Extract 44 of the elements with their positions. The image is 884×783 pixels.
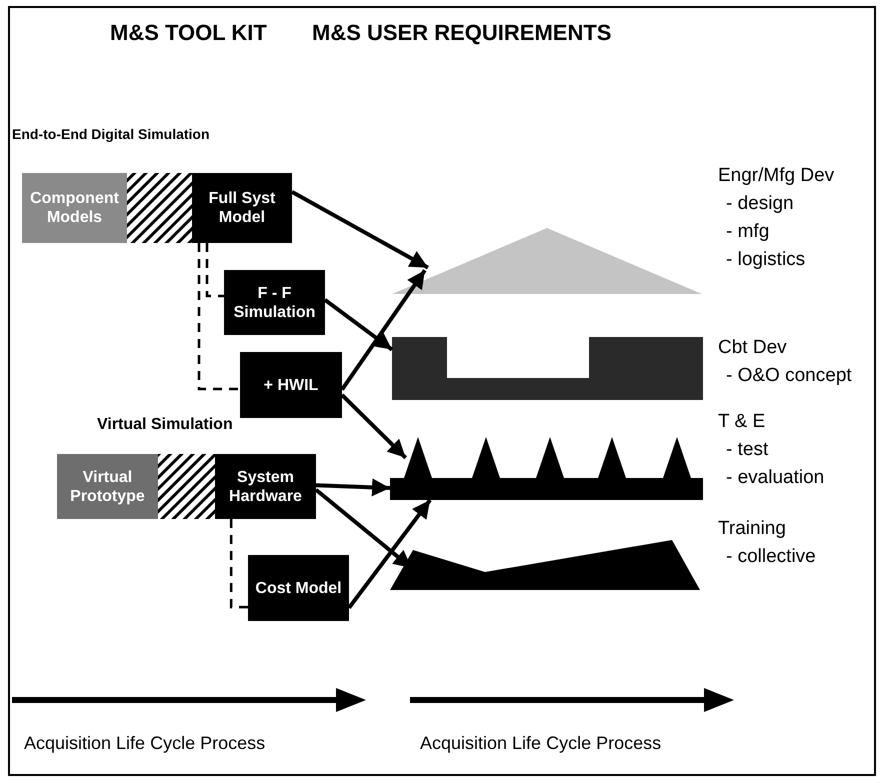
requirement-item: - O&O concept	[725, 364, 852, 388]
box-label: + HWIL	[264, 376, 318, 394]
dashed-connector	[230, 519, 248, 608]
box-label: F - F Simulation	[232, 284, 316, 322]
tool-box	[224, 270, 325, 335]
requirement-item: - logistics	[725, 248, 806, 272]
section-heading: End-to-End Digital Simulation	[12, 125, 210, 144]
arrow	[347, 498, 432, 609]
trapezoid-shape	[390, 538, 700, 590]
dashed-connector	[206, 243, 224, 298]
box-label: System Hardware	[228, 468, 303, 506]
arrow	[316, 478, 390, 496]
column-heading: M&S USER REQUIREMENTS	[312, 19, 612, 47]
column-heading: M&S TOOL KIT	[110, 19, 267, 47]
section-heading: Virtual Simulation	[97, 415, 233, 435]
requirement-item: - design	[725, 192, 794, 216]
tool-box	[240, 352, 342, 418]
dashed-connector	[198, 243, 240, 390]
notched-bar-shape	[392, 337, 703, 400]
tool-box	[57, 454, 158, 519]
requirement-heading: Engr/Mfg Dev	[718, 164, 834, 188]
arrow	[340, 269, 426, 391]
tool-box	[192, 173, 292, 243]
requirement-item: - evaluation	[725, 466, 824, 490]
box-label: Component Models	[29, 189, 120, 227]
arrow	[324, 298, 394, 352]
requirement-heading: T & E	[718, 410, 766, 434]
requirement-item: - mfg	[725, 220, 770, 244]
tool-box	[22, 173, 127, 243]
tool-box	[215, 454, 316, 519]
triangle-shape	[392, 228, 702, 294]
tool-box	[248, 555, 349, 621]
axis-caption: Acquisition Life Cycle Process	[420, 732, 662, 755]
arrow	[340, 393, 408, 460]
box-label: Virtual Prototype	[69, 468, 146, 506]
axis-caption: Acquisition Life Cycle Process	[24, 732, 266, 755]
box-label: Full Syst Model	[208, 189, 276, 227]
requirement-heading: Training	[718, 517, 786, 541]
box-label: Cost Model	[255, 578, 342, 598]
requirement-item: - test	[725, 438, 768, 462]
requirement-item: - collective	[725, 545, 816, 569]
requirement-heading: Cbt Dev	[718, 336, 787, 360]
spiked-bar-shape	[390, 437, 703, 500]
arrow	[291, 190, 429, 270]
